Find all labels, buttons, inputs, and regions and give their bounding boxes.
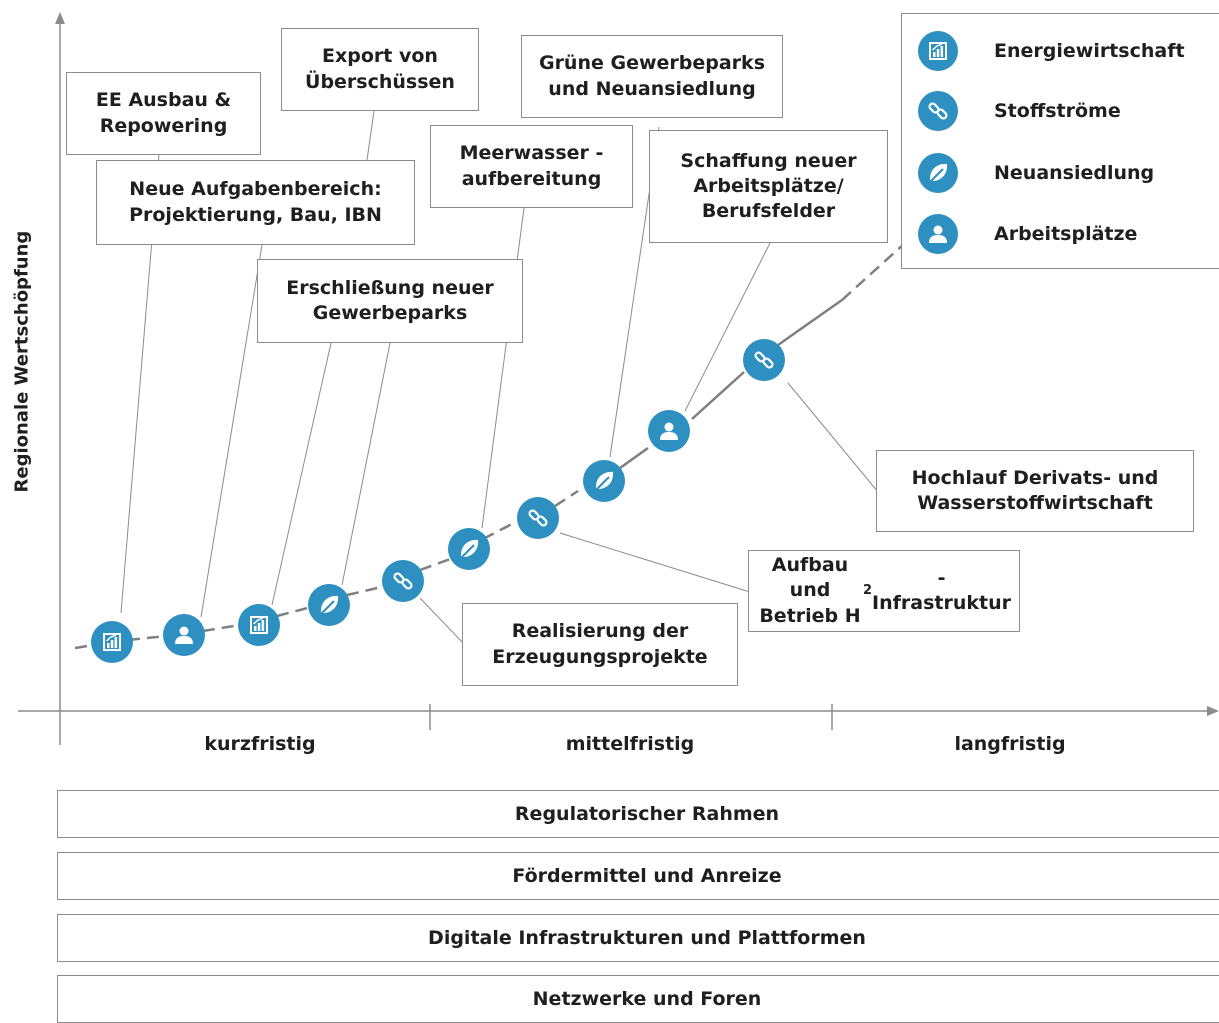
link-icon: [743, 339, 785, 381]
period-medium: mittelfristig: [565, 733, 695, 755]
period-short: kurzfristig: [204, 733, 316, 755]
link-icon: [382, 560, 424, 602]
leaf-icon: [308, 584, 350, 626]
leaf-icon: [918, 153, 958, 193]
trajectory-line: [74, 242, 906, 650]
legend-item: Energiewirtschaft: [918, 31, 1185, 71]
leaf-icon: [448, 528, 490, 570]
band-netzwerke: Netzwerke und Foren: [57, 975, 1219, 1023]
legend-label: Stoffströme: [994, 100, 1121, 122]
legend-item: Stoffströme: [918, 91, 1121, 131]
band-foerdermittel: Fördermittel und Anreize: [57, 852, 1219, 900]
legend-label: Neuansiedlung: [994, 162, 1155, 184]
link-icon: [918, 91, 958, 131]
milestone-meerwasser: Meerwasser -aufbereitung: [430, 125, 633, 208]
leaf-icon: [583, 460, 625, 502]
period-long: langfristig: [954, 733, 1066, 755]
milestone-ee-ausbau: EE Ausbau & Repowering: [66, 72, 261, 155]
milestone-realisierung: Realisierung der Erzeugungsprojekte: [462, 603, 738, 686]
milestone-arbeitsplaetze: Schaffung neuer Arbeitsplätze/ Berufsfel…: [649, 130, 888, 243]
person-icon: [918, 214, 958, 254]
milestone-gruene-gewerbeparks: Grüne Gewerbeparks und Neuansiedlung: [521, 35, 783, 118]
band-digitale-infrastruktur: Digitale Infrastrukturen und Plattformen: [57, 914, 1219, 962]
legend-label: Energiewirtschaft: [994, 40, 1185, 62]
milestone-hochlauf: Hochlauf Derivats- und Wasserstoffwirtsc…: [876, 450, 1194, 532]
y-axis-label: Regionale Wertschöpfung: [11, 230, 33, 493]
milestone-erschliessung: Erschließung neuer Gewerbeparks: [257, 259, 523, 343]
milestone-aufgabenbereich: Neue Aufgabenbereich: Projektierung, Bau…: [96, 160, 415, 245]
chart-icon: [91, 621, 133, 663]
x-axis: [18, 704, 1219, 730]
band-regulatorisch: Regulatorischer Rahmen: [57, 790, 1219, 838]
legend: Energiewirtschaft Stoffströme Neuansiedl…: [901, 13, 1219, 269]
chart-icon: [238, 604, 280, 646]
legend-item: Arbeitsplätze: [918, 214, 1137, 254]
link-icon: [517, 497, 559, 539]
legend-item: Neuansiedlung: [918, 153, 1154, 193]
person-icon: [648, 410, 690, 452]
chart-icon: [918, 31, 958, 71]
y-axis: [55, 12, 65, 745]
trajectory-markers: [91, 339, 785, 663]
legend-label: Arbeitsplätze: [994, 223, 1138, 245]
milestone-export: Export von Überschüssen: [281, 28, 479, 111]
person-icon: [163, 614, 205, 656]
